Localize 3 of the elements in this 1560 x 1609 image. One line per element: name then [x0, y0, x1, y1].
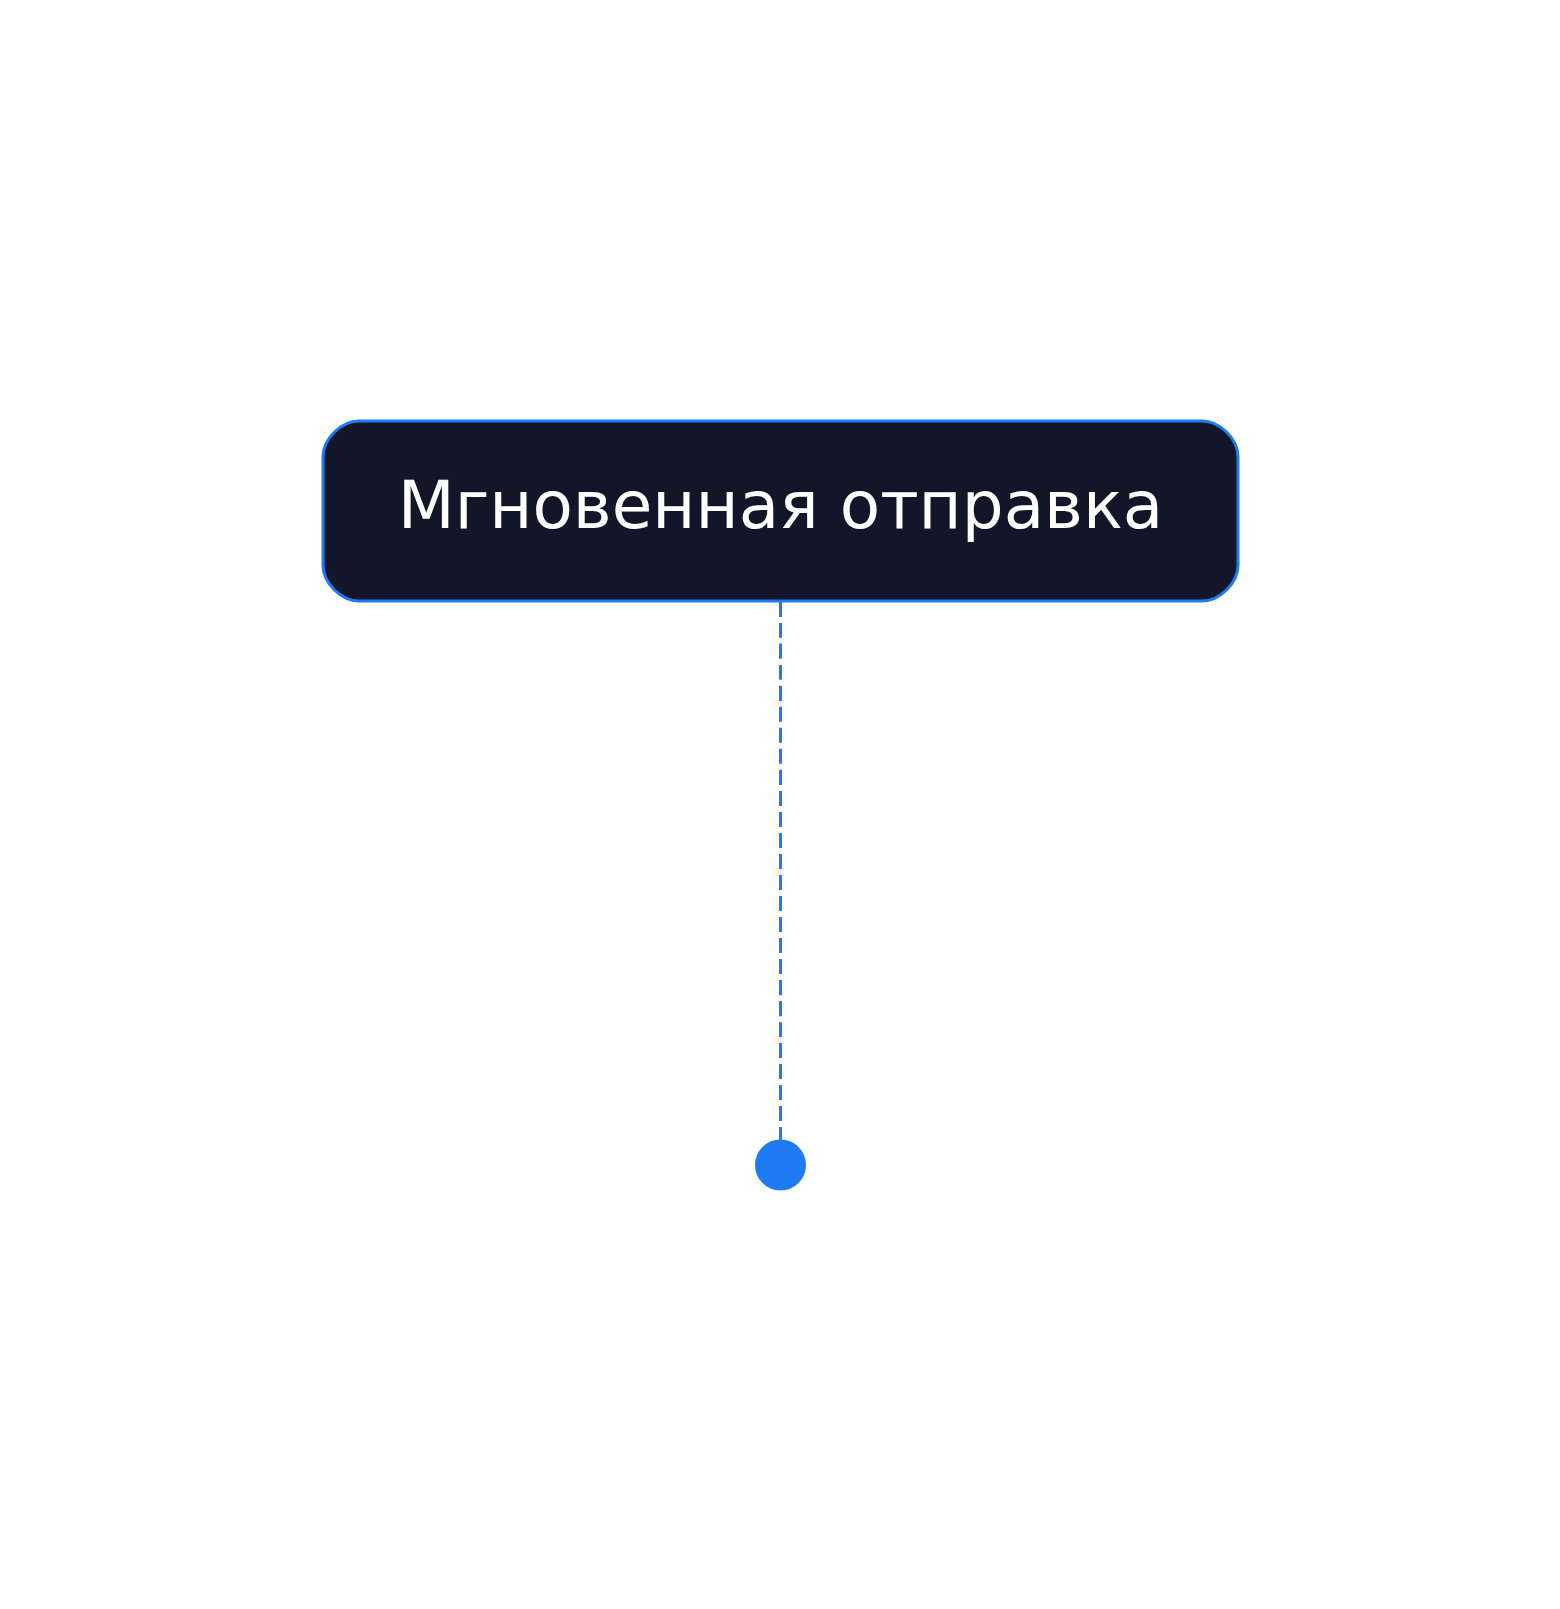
node-circle: [754, 1139, 806, 1190]
node-box: Мгновенная отправка: [321, 419, 1239, 602]
connector: [778, 601, 782, 1140]
